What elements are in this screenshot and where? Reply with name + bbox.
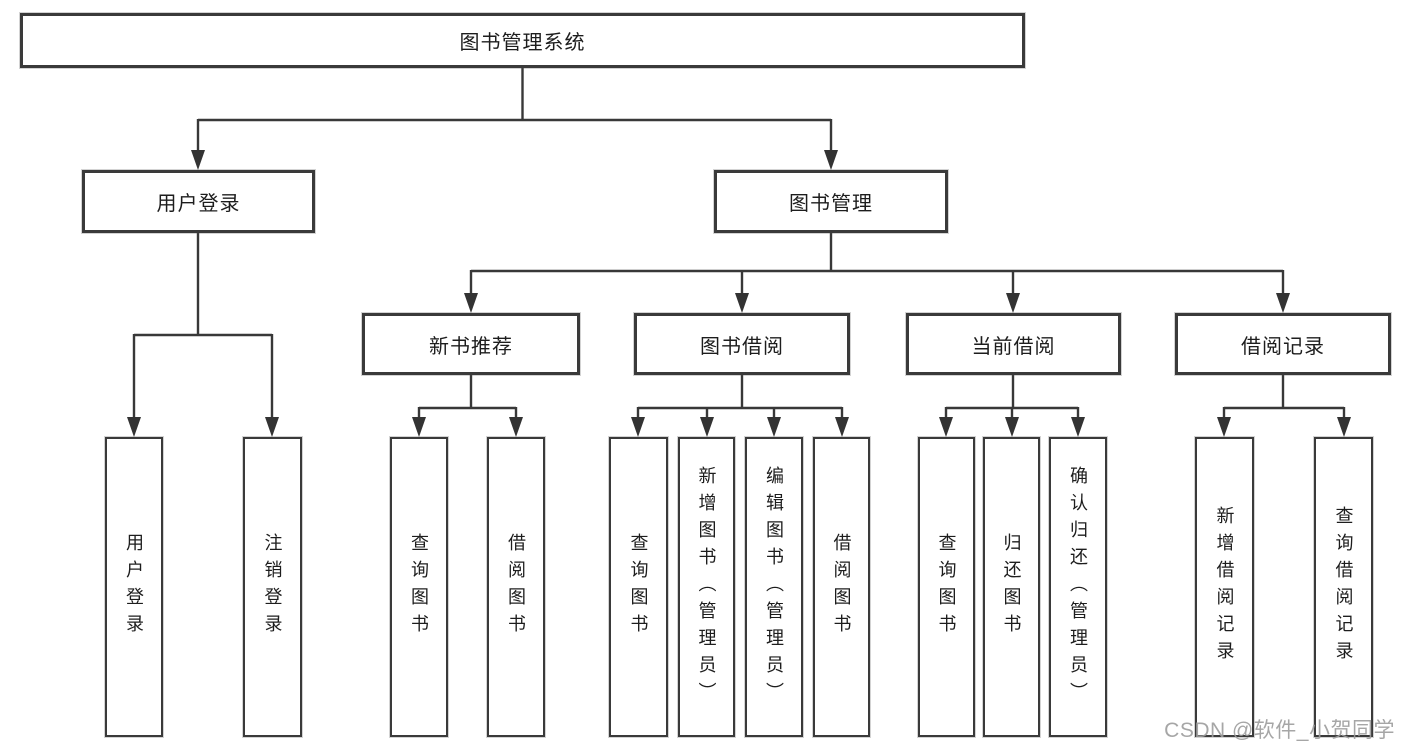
arrow-down-icon xyxy=(1337,417,1351,437)
arrow-down-icon xyxy=(631,417,645,437)
node-label: 确认归还（管理员） xyxy=(1068,465,1088,709)
arrow-down-icon xyxy=(127,417,141,437)
node-root-label: 图书管理系统 xyxy=(459,32,586,54)
node-user-login-branch: 用户登录 xyxy=(82,170,315,233)
arrow-down-icon xyxy=(939,417,953,437)
node-label: 图书管理 xyxy=(789,193,873,215)
node-leaf-query-books-borrow: 查询图书 xyxy=(609,437,668,737)
arrow-down-icon xyxy=(265,417,279,437)
arrow-down-icon xyxy=(1276,293,1290,313)
node-label: 新增图书（管理员） xyxy=(696,465,717,709)
arrow-down-icon xyxy=(835,417,849,437)
node-label: 用户登录 xyxy=(124,533,144,641)
node-label: 用户登录 xyxy=(156,193,241,215)
node-label: 当前借阅 xyxy=(971,335,1056,358)
node-label: 查询图书 xyxy=(409,533,429,641)
arrow-down-icon xyxy=(1071,417,1085,437)
arrow-down-icon xyxy=(735,293,749,313)
arrow-down-icon xyxy=(464,293,478,313)
arrow-down-icon xyxy=(1217,417,1231,437)
node-borrowing-records: 借阅记录 xyxy=(1175,313,1391,375)
node-current-borrowing: 当前借阅 xyxy=(906,313,1121,375)
node-label: 借阅图书 xyxy=(506,533,526,641)
node-leaf-query-books-recommend: 查询图书 xyxy=(390,437,448,737)
node-leaf-borrow-books-recommend: 借阅图书 xyxy=(487,437,545,737)
node-label: 归还图书 xyxy=(1001,533,1022,641)
node-leaf-return-books: 归还图书 xyxy=(983,437,1040,737)
arrow-down-icon xyxy=(509,417,523,437)
node-root-system: 图书管理系统 xyxy=(20,13,1025,68)
arrow-down-icon xyxy=(1005,417,1019,437)
node-label: 查询借阅记录 xyxy=(1333,506,1354,668)
node-leaf-add-borrow-record: 新增借阅记录 xyxy=(1195,437,1254,737)
node-leaf-add-books-admin: 新增图书（管理员） xyxy=(678,437,735,737)
arrow-down-icon xyxy=(767,417,781,437)
arrow-down-icon xyxy=(824,150,838,170)
node-leaf-query-books-current: 查询图书 xyxy=(918,437,975,737)
node-leaf-logout: 注销登录 xyxy=(243,437,302,737)
node-book-borrowing: 图书借阅 xyxy=(634,313,850,375)
node-label: 编辑图书（管理员） xyxy=(764,465,784,709)
node-leaf-edit-books-admin: 编辑图书（管理员） xyxy=(745,437,803,737)
node-new-book-recommend: 新书推荐 xyxy=(362,313,580,375)
arrow-down-icon xyxy=(191,150,205,170)
node-leaf-query-borrow-record: 查询借阅记录 xyxy=(1314,437,1373,737)
node-label: 借阅记录 xyxy=(1241,335,1325,358)
node-leaf-borrow-books: 借阅图书 xyxy=(813,437,870,737)
node-label: 新书推荐 xyxy=(429,335,513,358)
node-label: 图书借阅 xyxy=(700,335,784,358)
node-label: 注销登录 xyxy=(262,533,283,641)
node-leaf-confirm-return-admin: 确认归还（管理员） xyxy=(1049,437,1107,737)
node-label: 借阅图书 xyxy=(831,533,852,641)
node-leaf-user-login: 用户登录 xyxy=(105,437,163,737)
arrow-down-icon xyxy=(700,417,714,437)
arrow-down-icon xyxy=(1006,293,1020,313)
node-book-management-branch: 图书管理 xyxy=(714,170,948,233)
node-label: 新增借阅记录 xyxy=(1214,506,1235,668)
node-label: 查询图书 xyxy=(936,533,957,641)
node-label: 查询图书 xyxy=(628,533,649,641)
arrow-down-icon xyxy=(412,417,426,437)
